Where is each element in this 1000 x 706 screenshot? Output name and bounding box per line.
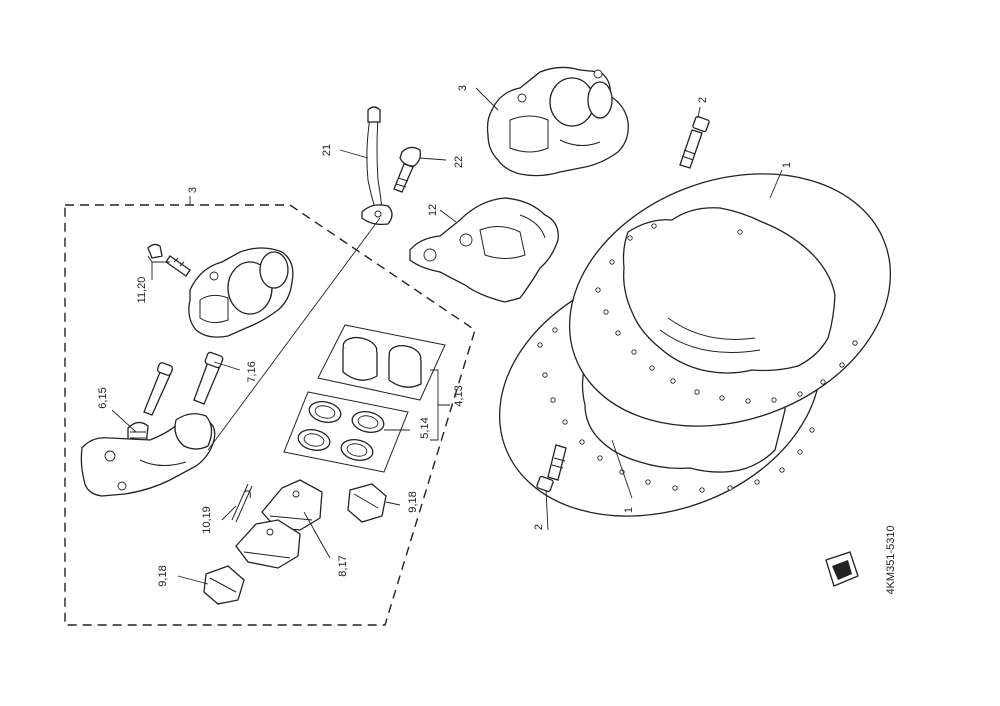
pin-clip bbox=[231, 483, 253, 523]
callout-seals: 5,14 bbox=[419, 417, 431, 438]
leader-lines bbox=[111, 87, 783, 585]
caliper-top bbox=[486, 66, 629, 177]
caliper-body-upper bbox=[188, 247, 294, 338]
diagram-code: 4KM351-5310 bbox=[885, 525, 897, 594]
callout-pad-spring-right: 9,18 bbox=[407, 491, 419, 512]
disc-bolt-lower bbox=[536, 444, 567, 493]
bleed-screw bbox=[147, 243, 191, 277]
callout-caliper-assembly: 3 bbox=[187, 187, 199, 193]
callout-disc-lower: 1 bbox=[623, 507, 635, 513]
brake-disc-upper bbox=[568, 173, 892, 427]
callout-pads: 8,17 bbox=[337, 555, 349, 576]
disc-bolt-upper bbox=[679, 115, 710, 169]
caliper-assembly-outline bbox=[64, 204, 476, 626]
brake-hose bbox=[361, 106, 393, 226]
slide-pin-a bbox=[193, 351, 224, 405]
pad-spring-right bbox=[347, 483, 387, 523]
slide-pin-b bbox=[143, 362, 174, 416]
callout-bleed-screw: 11,20 bbox=[136, 277, 148, 304]
callout-banjo-bolt: 22 bbox=[453, 156, 465, 168]
caliper-carrier-lower bbox=[80, 413, 216, 497]
callout-bolt-upper: 2 bbox=[697, 97, 709, 103]
callout-bracket: 12 bbox=[427, 204, 439, 216]
seals-box bbox=[283, 391, 409, 473]
callout-disc-upper: 1 bbox=[781, 162, 793, 168]
callout-slide-pin-a: 7,16 bbox=[246, 361, 258, 382]
pad-spring-left bbox=[203, 565, 245, 605]
callout-caliper-top: 3 bbox=[457, 85, 469, 91]
caliper-bracket bbox=[409, 197, 559, 303]
forward-arrow-icon bbox=[825, 551, 859, 587]
callout-pistons: 4,13 bbox=[453, 385, 465, 406]
callout-pin-clip: 10,19 bbox=[201, 506, 213, 534]
callout-banjo-hose: 21 bbox=[321, 144, 333, 156]
banjo-bolt bbox=[393, 146, 422, 193]
brake-pad-front bbox=[235, 519, 301, 569]
pistons-box bbox=[317, 324, 446, 401]
callout-slide-pin-b: 6,15 bbox=[97, 387, 109, 408]
callout-bolt-lower: 2 bbox=[533, 524, 545, 530]
callout-pad-spring-left: 9,18 bbox=[157, 565, 169, 586]
